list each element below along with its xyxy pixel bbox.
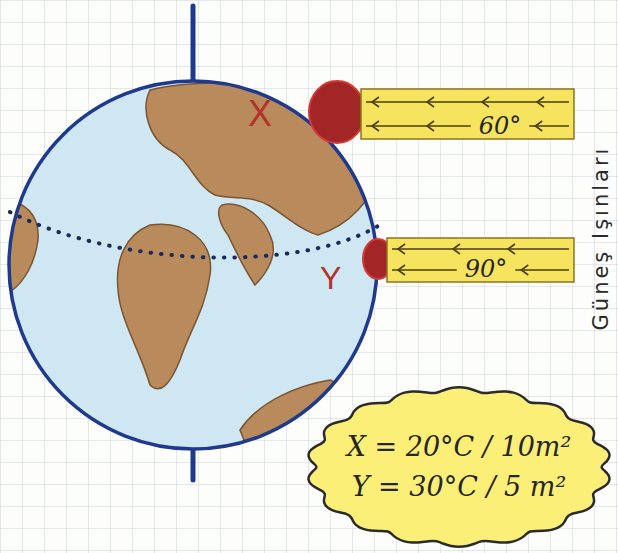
ray-arrows bbox=[360, 88, 575, 140]
earth-axis bbox=[191, 448, 196, 480]
info-cloud: X = 20°C / 10m²Y = 30°C / 5 m² bbox=[300, 381, 618, 553]
point-label: X bbox=[248, 96, 272, 132]
cloud-shape bbox=[300, 381, 618, 553]
band-fill bbox=[361, 89, 574, 139]
cloud-outline bbox=[309, 387, 610, 546]
arrow-rows bbox=[366, 97, 569, 131]
band-fill bbox=[387, 238, 574, 282]
earth-axis bbox=[191, 6, 196, 82]
sun-rays-label: Güneş Işınları bbox=[591, 146, 612, 331]
measurement-text: Y = 30°C / 5 m² bbox=[352, 467, 567, 508]
sun-ray-band: 60° bbox=[360, 88, 575, 140]
point-label: Y bbox=[320, 262, 341, 294]
angle-label: 90° bbox=[465, 257, 508, 281]
sun-spot-x bbox=[309, 81, 365, 143]
equator bbox=[10, 212, 378, 258]
angle-label: 60° bbox=[479, 114, 522, 138]
globe-outline bbox=[9, 81, 377, 449]
measurement-text: X = 20°C / 10m² bbox=[347, 427, 572, 468]
sun-ray-band: 90° bbox=[386, 237, 575, 283]
